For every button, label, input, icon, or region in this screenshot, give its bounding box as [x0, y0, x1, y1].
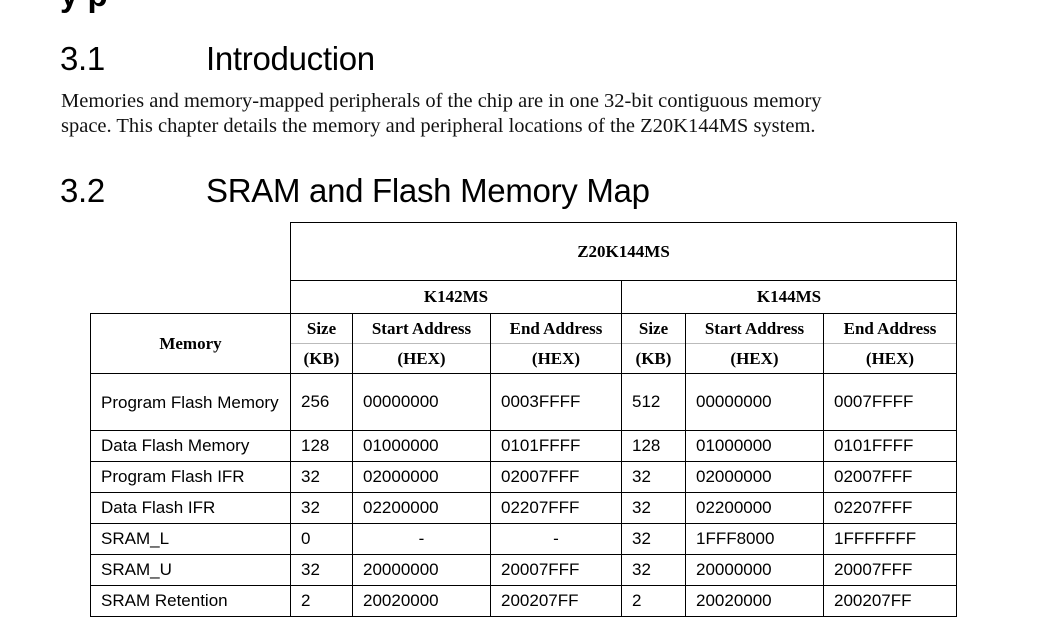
previous-chapter-heading-fragment: y p [60, 0, 108, 14]
table-cell: 02207FFF [490, 492, 622, 524]
column-unit: (HEX) [685, 343, 824, 374]
column-unit: (KB) [621, 343, 686, 374]
section-title: SRAM and Flash Memory Map [206, 172, 650, 209]
column-header: Start Address [685, 313, 824, 344]
intro-paragraph: Memories and memory-mapped peripherals o… [61, 89, 1001, 139]
memory-name-cell: SRAM_U [90, 554, 291, 586]
table-cell: 02007FFF [823, 461, 957, 493]
table-row: Data Flash IFR 32 02200000 02207FFF 32 0… [90, 492, 957, 524]
column-header: Size [290, 313, 353, 344]
table-cell: - [490, 523, 622, 555]
column-header: Start Address [352, 313, 491, 344]
intro-line: space. This chapter details the memory a… [61, 115, 816, 137]
column-unit: (KB) [290, 343, 353, 374]
table-row: SRAM Retention 2 20020000 200207FF 2 200… [90, 585, 957, 617]
variant-header-k144ms: K144MS [621, 280, 957, 314]
table-cell: 32 [621, 492, 686, 524]
variant-header-k142ms: K142MS [290, 280, 622, 314]
memory-map-table: Z20K144MS K142MS K144MS Memory Size Star… [90, 222, 957, 617]
table-cell: 256 [290, 373, 353, 431]
table-cell: 32 [290, 461, 353, 493]
table-cell: 2 [290, 585, 353, 617]
section-number: 3.2 [60, 172, 105, 209]
table-cell: 32 [290, 554, 353, 586]
memory-name-cell: Data Flash Memory [90, 430, 291, 462]
table-cell: 32 [621, 461, 686, 493]
table-corner-blank [90, 222, 291, 314]
section-heading-memory-map: 3.2 SRAM and Flash Memory Map [60, 172, 650, 210]
table-row: SRAM_U 32 20000000 20007FFF 32 20000000 … [90, 554, 957, 586]
table-cell: 200207FF [490, 585, 622, 617]
table-cell: 02000000 [685, 461, 824, 493]
memory-name-cell: Program Flash IFR [90, 461, 291, 493]
table-cell: 00000000 [352, 373, 491, 431]
table-cell: 1FFFFFFF [823, 523, 957, 555]
table-cell: 20020000 [685, 585, 824, 617]
table-cell: 32 [621, 554, 686, 586]
table-row: Data Flash Memory 128 01000000 0101FFFF … [90, 430, 957, 462]
table-cell: 0 [290, 523, 353, 555]
table-cell: 1FFF8000 [685, 523, 824, 555]
table-cell: 200207FF [823, 585, 957, 617]
table-cell: 0003FFFF [490, 373, 622, 431]
table-cell: 20000000 [685, 554, 824, 586]
table-row: Program Flash Memory 256 00000000 0003FF… [90, 373, 957, 431]
column-unit: (HEX) [352, 343, 491, 374]
table-cell: 128 [290, 430, 353, 462]
table-cell: 20000000 [352, 554, 491, 586]
table-cell: 02000000 [352, 461, 491, 493]
memory-name-cell: Program Flash Memory [90, 373, 291, 431]
memory-name-cell: SRAM_L [90, 523, 291, 555]
table-cell: 0007FFFF [823, 373, 957, 431]
product-header: Z20K144MS [290, 222, 957, 281]
section-number: 3.1 [60, 40, 105, 77]
memory-column-header: Memory [90, 313, 291, 374]
table-cell: 20007FFF [823, 554, 957, 586]
table-row: Program Flash IFR 32 02000000 02007FFF 3… [90, 461, 957, 493]
section-title: Introduction [206, 40, 375, 77]
table-cell: 20007FFF [490, 554, 622, 586]
table-cell: 128 [621, 430, 686, 462]
table-cell: 02207FFF [823, 492, 957, 524]
table-cell: 0101FFFF [490, 430, 622, 462]
table-cell: 0101FFFF [823, 430, 957, 462]
table-cell: 02200000 [685, 492, 824, 524]
table-cell: 2 [621, 585, 686, 617]
table-cell: 20020000 [352, 585, 491, 617]
table-row: SRAM_L 0 - - 32 1FFF8000 1FFFFFFF [90, 523, 957, 555]
table-cell: 512 [621, 373, 686, 431]
intro-line: Memories and memory-mapped peripherals o… [61, 90, 822, 112]
table-cell: 01000000 [685, 430, 824, 462]
table-cell: 02007FFF [490, 461, 622, 493]
column-header: End Address [490, 313, 622, 344]
memory-name-cell: SRAM Retention [90, 585, 291, 617]
column-header: End Address [823, 313, 957, 344]
table-cell: 32 [621, 523, 686, 555]
section-heading-introduction: 3.1 Introduction [60, 40, 375, 78]
table-cell: - [352, 523, 491, 555]
column-header: Size [621, 313, 686, 344]
table-cell: 02200000 [352, 492, 491, 524]
column-unit: (HEX) [823, 343, 957, 374]
table-cell: 01000000 [352, 430, 491, 462]
memory-name-cell: Data Flash IFR [90, 492, 291, 524]
column-unit: (HEX) [490, 343, 622, 374]
table-cell: 00000000 [685, 373, 824, 431]
table-cell: 32 [290, 492, 353, 524]
